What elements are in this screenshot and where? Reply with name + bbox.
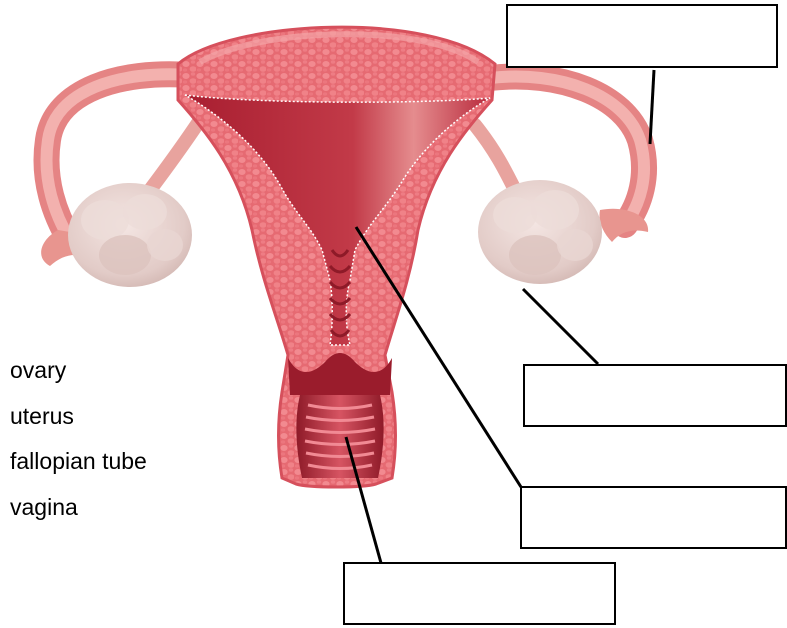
answer-box-fallopian-tube[interactable] xyxy=(506,4,778,68)
leader-line-fallopian-tube xyxy=(650,70,654,144)
word-bank-item: vagina xyxy=(10,485,147,531)
answer-box-uterus[interactable] xyxy=(520,486,787,549)
answer-box-ovary[interactable] xyxy=(523,364,787,427)
word-bank-item: ovary xyxy=(10,348,147,394)
word-bank-item: fallopian tube xyxy=(10,439,147,485)
leader-line-ovary xyxy=(523,289,598,364)
right-ovary xyxy=(478,180,602,284)
word-bank: ovary uterus fallopian tube vagina xyxy=(10,348,147,530)
word-bank-item: uterus xyxy=(10,394,147,440)
left-ovary xyxy=(68,183,192,287)
answer-box-vagina[interactable] xyxy=(343,562,616,625)
